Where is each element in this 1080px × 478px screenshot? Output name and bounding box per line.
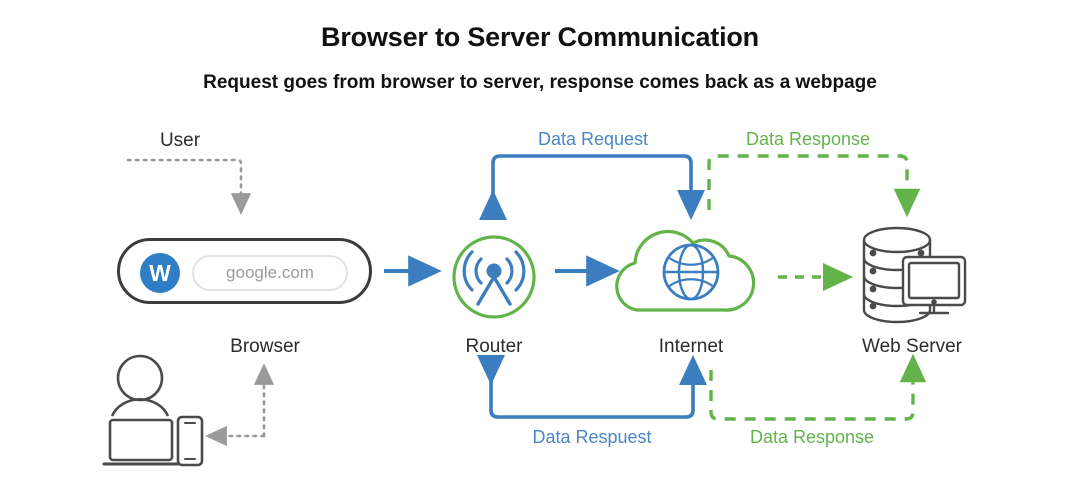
flow-data-request-bracket	[478, 154, 706, 221]
page-subtitle: Request goes from browser to server, res…	[203, 72, 877, 93]
edge-label-data-response-top: Data Response	[745, 129, 871, 149]
flow-data-response-return	[709, 353, 927, 421]
flow-data-respuest-bracket	[476, 354, 708, 419]
node-label-user: User	[159, 130, 201, 151]
browser-logo-w: W	[140, 253, 180, 293]
flow-user-to-browser	[126, 158, 252, 215]
database-monitor-icon	[862, 226, 967, 324]
node-label-router: Router	[465, 336, 523, 357]
router-antenna-icon	[452, 235, 536, 319]
node-label-web-server: Web Server	[862, 336, 962, 357]
person-laptop-phone-icon	[102, 354, 204, 467]
node-label-internet: Internet	[658, 336, 724, 357]
edge-label-data-request: Data Request	[537, 129, 649, 149]
url-input[interactable]: google.com	[192, 255, 348, 291]
browser-window-icon[interactable]: W google.com	[117, 238, 372, 304]
node-label-browser: Browser	[230, 336, 300, 357]
cloud-globe-icon	[615, 229, 756, 312]
edge-label-data-response-bottom: Data Response	[749, 427, 875, 447]
page-title: Browser to Server Communication	[321, 22, 759, 52]
edge-label-data-respuest: Data Respuest	[532, 427, 652, 447]
flow-browser-to-devices	[205, 363, 275, 447]
flow-data-response-bracket	[707, 154, 921, 218]
